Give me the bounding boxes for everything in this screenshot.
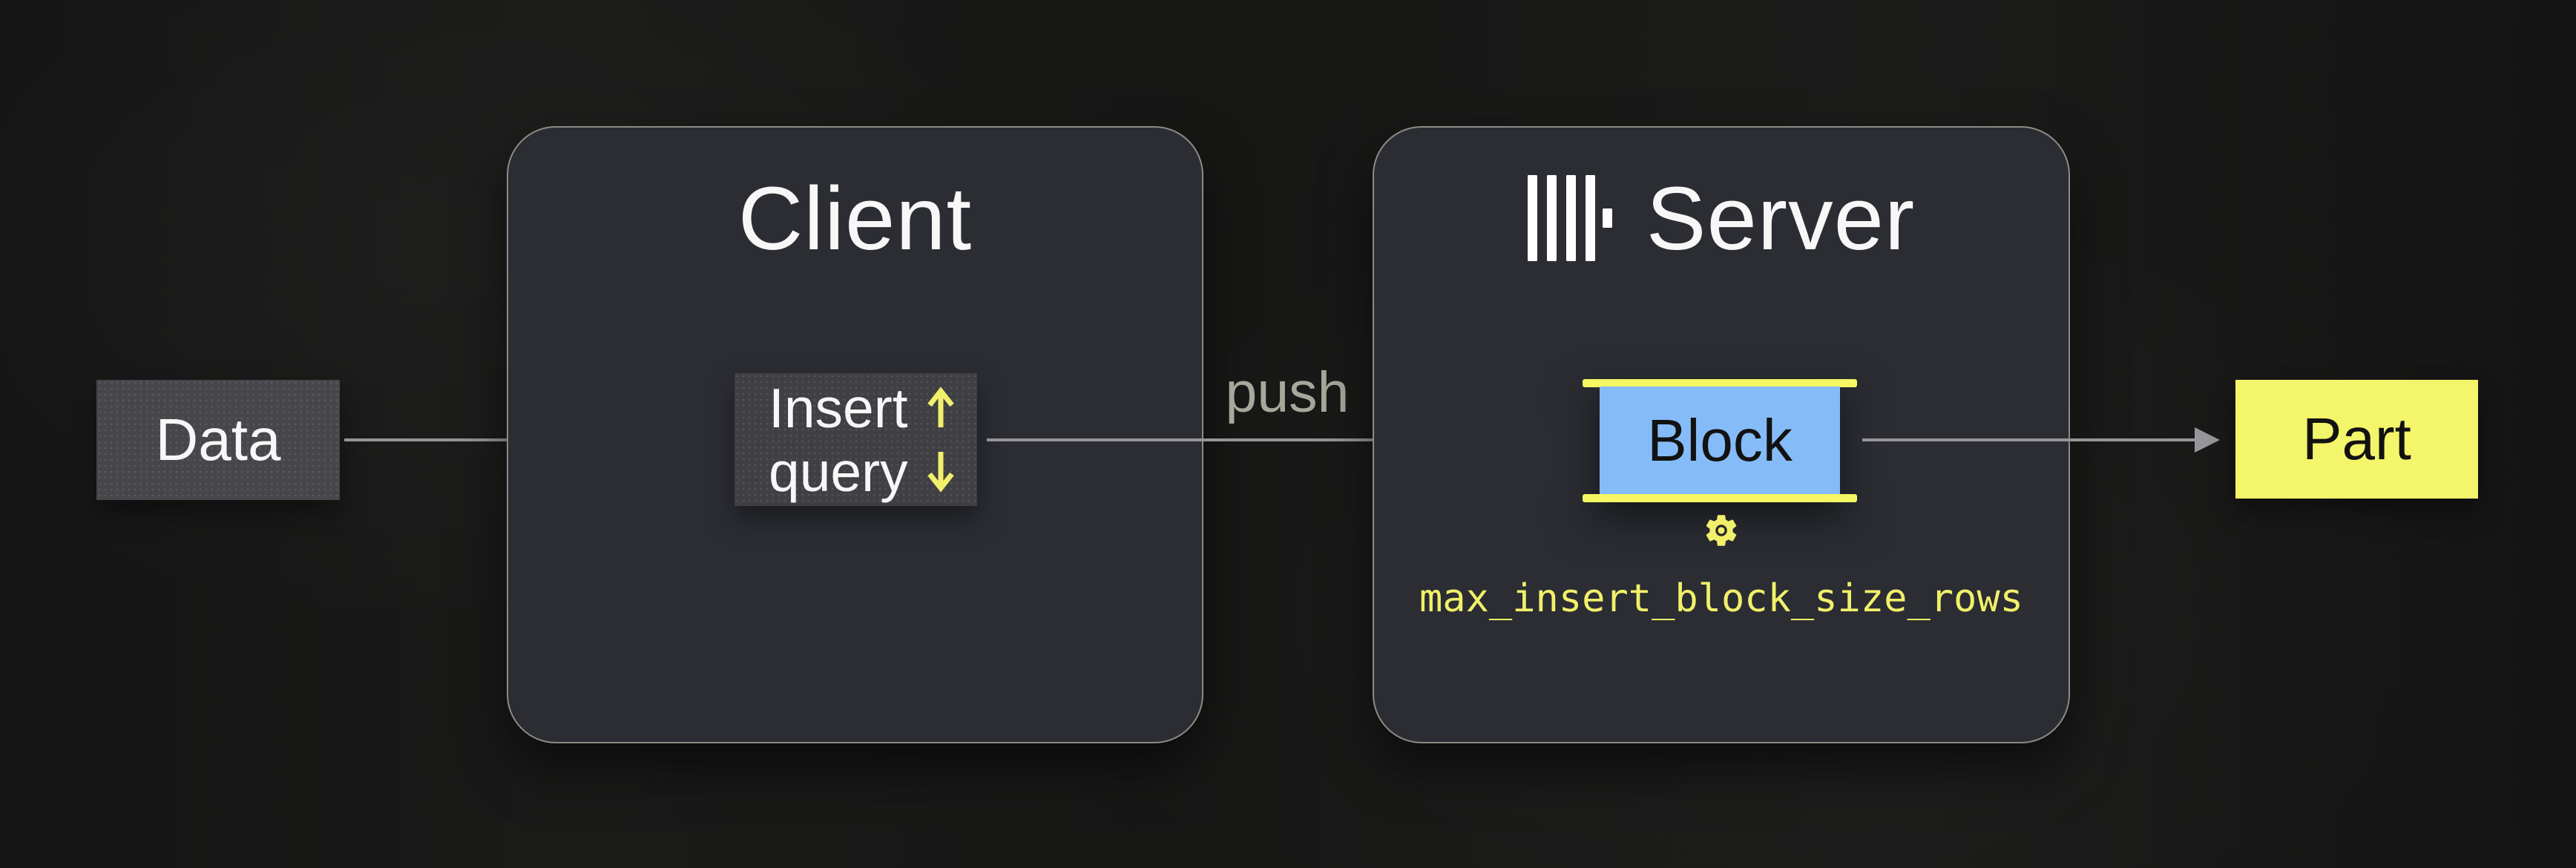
arrow-block-to-part-line [1862,438,2195,441]
insert-query-line2: query [769,440,908,503]
block-bottom-bar [1583,494,1857,502]
block-node: Block [1583,379,1857,502]
server-title-label: Server [1646,168,1916,269]
arrow-insert-to-block-line [987,438,1548,441]
data-node-label: Data [155,407,281,473]
client-panel-title: Client [507,168,1203,269]
insert-query-line1: Insert [769,376,908,439]
block-top-bar [1583,379,1857,387]
insert-query-node: Insert query [735,373,977,506]
setting-name-label: max_insert_block_size_rows [1419,576,2023,621]
client-title-label: Client [737,168,973,269]
push-label: push [1225,361,1350,424]
block-body: Block [1600,387,1840,495]
block-label: Block [1647,407,1793,473]
data-node: Data [96,380,340,500]
arrow-down-icon [927,451,954,493]
arrow-block-to-part-head [2195,427,2220,453]
insert-query-row-1: Insert [769,377,977,439]
gear-icon [1702,511,1741,550]
part-node-label: Part [2302,406,2411,472]
clickhouse-logo-icon [1527,175,1612,261]
server-panel-title: Server [1373,168,2070,269]
part-node: Part [2235,380,2478,499]
arrow-up-icon [927,386,954,427]
insert-query-row-2: query [769,441,977,503]
